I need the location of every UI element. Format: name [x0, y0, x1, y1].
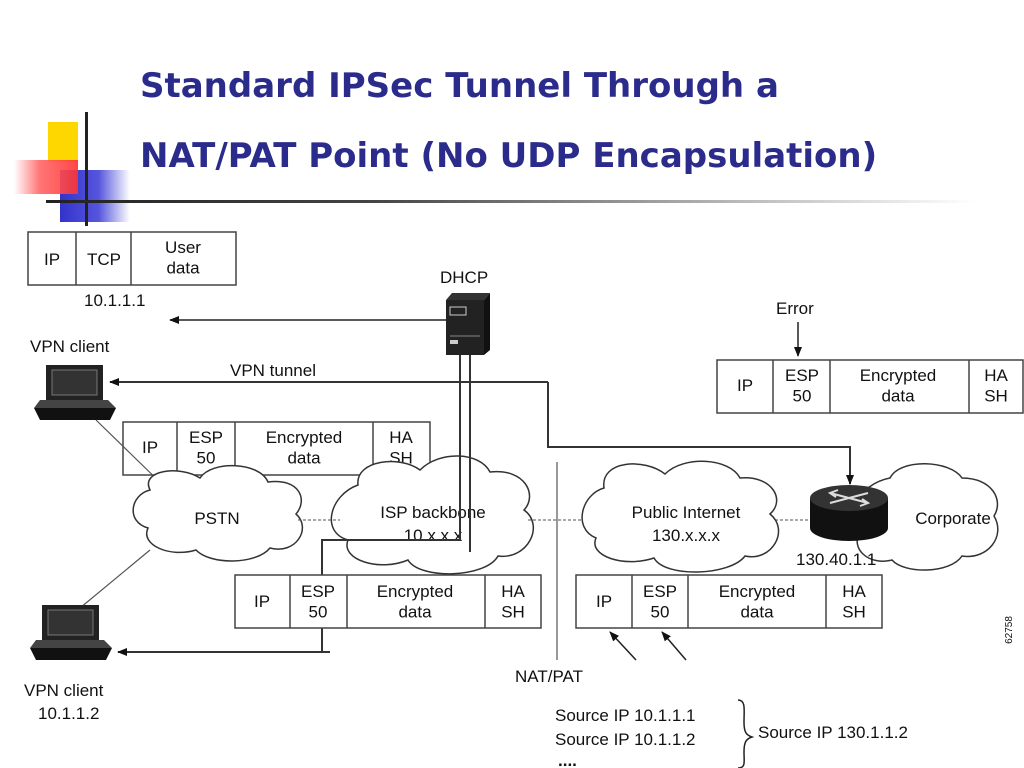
- slide-title-line2: NAT/PAT Point (No UDP Encapsulation): [140, 136, 878, 176]
- vpn-client-top: VPN client: [30, 337, 116, 420]
- cloud-isp-backbone: ISP backbone 10.x.x.x: [330, 455, 535, 575]
- cell-ip: IP: [737, 376, 753, 395]
- vpn-tunnel-label: VPN tunnel: [230, 361, 316, 380]
- cell-tcp: TCP: [87, 250, 121, 269]
- cloud-pstn: PSTN: [132, 465, 303, 562]
- cloud-public-internet: Public Internet 130.x.x.x: [581, 460, 780, 573]
- vpn-client-bottom-label: VPN client: [24, 681, 104, 700]
- pstn-label: PSTN: [194, 509, 239, 528]
- deco-vertical-line: [85, 112, 88, 226]
- cell-ip: IP: [596, 592, 612, 611]
- vpn-client-top-label: VPN client: [30, 337, 110, 356]
- deco-yellow-square: [48, 122, 78, 162]
- source-ip-list: Source IP 10.1.1.1 Source IP 10.1.1.2 ..…: [555, 699, 908, 768]
- dhcp-label: DHCP: [440, 268, 488, 287]
- slide-title-line1: Standard IPSec Tunnel Through a: [140, 66, 779, 106]
- isp-label-line2: 10.x.x.x: [404, 526, 463, 545]
- source-ip-ellipsis: ....: [558, 751, 577, 768]
- source-ip-1: Source IP 10.1.1.1: [555, 706, 696, 725]
- cell-ip: IP: [142, 438, 158, 457]
- natpat-label: NAT/PAT: [515, 667, 583, 686]
- cell-ip: IP: [44, 250, 60, 269]
- public-internet-line2: 130.x.x.x: [652, 526, 721, 545]
- cell-ip: IP: [254, 592, 270, 611]
- packet-top-left-addr: 10.1.1.1: [84, 291, 145, 310]
- router-addr: 130.40.1.1: [796, 550, 876, 569]
- router-icon: 130.40.1.1: [796, 485, 888, 569]
- deco-red-square: [14, 160, 78, 194]
- vpn-client-bottom-addr: 10.1.1.2: [38, 704, 99, 723]
- vpn-client-bottom: VPN client 10.1.1.2: [24, 605, 112, 723]
- source-ip-result: Source IP 130.1.1.2: [758, 723, 908, 742]
- error-label: Error: [776, 299, 814, 318]
- cloud-corporate: Corporate: [851, 463, 999, 571]
- title-underline: [46, 200, 976, 203]
- figure-id: 62758: [1004, 616, 1015, 644]
- dhcp-server: DHCP: [440, 268, 490, 355]
- corporate-label: Corporate: [915, 509, 991, 528]
- public-internet-line1: Public Internet: [632, 503, 741, 522]
- source-ip-2: Source IP 10.1.1.2: [555, 730, 696, 749]
